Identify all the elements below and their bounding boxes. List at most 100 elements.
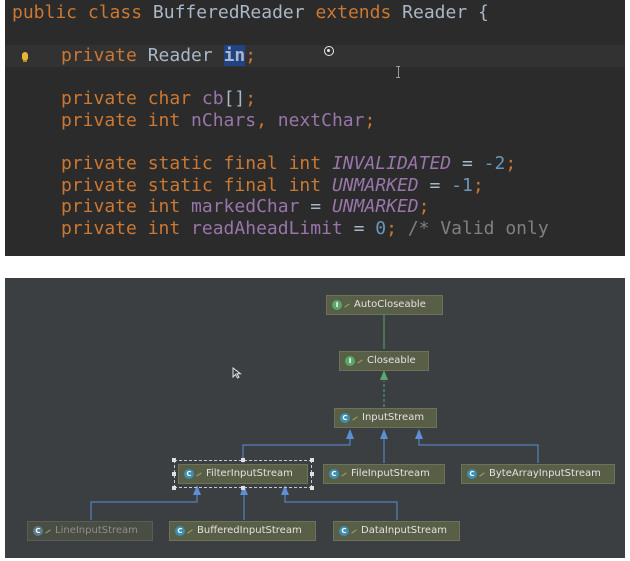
selection-handle[interactable] [310, 486, 314, 490]
code-line-field-nchars[interactable]: private int nChars, nextChar; [5, 110, 625, 132]
node-label: LineInputStream [55, 525, 138, 536]
selection-handle[interactable] [172, 472, 176, 476]
deprecated-class-icon: C [33, 526, 43, 536]
class-icon: C [184, 469, 194, 479]
node-label: DataInputStream [361, 525, 447, 536]
code-token: , [256, 110, 278, 131]
code-token: private int [61, 196, 192, 217]
code-line-marked-char[interactable]: private int markedChar = UNMARKED; [5, 196, 625, 218]
arrowhead-filterinputstream-3 [281, 485, 289, 495]
code-token: ; [386, 218, 408, 239]
code-line-invalidated[interactable]: private static final int INVALIDATED = -… [5, 153, 625, 175]
selection-handle[interactable] [172, 486, 176, 490]
code-token: ; [472, 175, 484, 196]
code-token: private static final int [61, 175, 332, 196]
code-token: nChars [191, 110, 257, 131]
interface-icon: I [332, 300, 342, 310]
class-icon: C [175, 526, 185, 536]
selection-handle[interactable] [241, 486, 245, 490]
code-token: -2 [483, 153, 506, 174]
code-token: nextChar [277, 110, 365, 131]
code-token: private static final int [61, 153, 332, 174]
selection-handle[interactable] [310, 472, 314, 476]
lightbulb-icon[interactable] [22, 52, 28, 62]
arrowhead-filterinputstream-1 [193, 485, 201, 495]
code-line-field-in[interactable]: private Reader in; [5, 45, 625, 67]
node-inputstream[interactable]: C InputStream [334, 408, 437, 428]
selected-identifier: in [223, 45, 246, 66]
node-label: InputStream [362, 412, 425, 423]
code-token: 0 [375, 218, 387, 239]
node-label: FileInputStream [351, 468, 430, 479]
node-label: Closeable [367, 355, 416, 366]
node-label: BufferedInputStream [197, 525, 302, 536]
visibility-icon [479, 471, 485, 477]
node-label: FilterInputStream [206, 468, 293, 479]
class-icon: C [340, 413, 350, 423]
arrowhead-inputstream-3 [415, 429, 423, 439]
code-token: private [61, 45, 148, 66]
edge-filterinputstream-inputstream [242, 438, 351, 463]
code-token: cb [201, 88, 224, 109]
code-token: private char [61, 88, 202, 109]
selection-handle[interactable] [172, 458, 176, 462]
visibility-icon [344, 302, 350, 308]
selection-handle[interactable] [241, 458, 245, 462]
code-editor[interactable]: public class BufferedReader extends Read… [5, 0, 625, 256]
node-fileinputstream[interactable]: C FileInputStream [323, 464, 445, 484]
code-token: ; [364, 110, 376, 131]
code-token: private int [61, 110, 192, 131]
node-datainputstream[interactable]: C DataInputStream [333, 521, 460, 541]
arrowhead-inputstream-1 [346, 429, 354, 439]
code-token: UNMARKED [331, 175, 419, 196]
code-token: BufferedReader [152, 2, 316, 23]
visibility-icon [352, 415, 358, 421]
edge-datainputstream-filterinputstream [284, 494, 398, 520]
code-token: extends [315, 2, 403, 23]
code-line-read-ahead-limit[interactable]: private int readAheadLimit = 0; /* Valid… [5, 218, 625, 240]
visibility-icon [45, 528, 51, 534]
code-token: = [342, 218, 376, 239]
code-token: ; [245, 88, 257, 109]
text-cursor-icon [396, 66, 400, 78]
visibility-icon [187, 528, 193, 534]
node-closeable[interactable]: I Closeable [339, 351, 429, 371]
node-autocloseable[interactable]: I AutoCloseable [326, 295, 443, 315]
code-token: Reader [147, 45, 224, 66]
class-icon: C [339, 526, 349, 536]
cursor-target-icon [324, 46, 334, 56]
inheritance-edges [90, 304, 539, 520]
node-label: AutoCloseable [354, 299, 426, 310]
class-hierarchy-diagram[interactable]: I AutoCloseable I Closeable C InputStream C… [5, 278, 625, 558]
code-token: [] [223, 88, 246, 109]
node-lineinputstream[interactable]: C LineInputStream [27, 521, 153, 541]
code-token: -1 [451, 175, 473, 196]
code-line-class-declaration[interactable]: public class BufferedReader extends Read… [5, 2, 625, 24]
code-token: /* Valid only [407, 218, 549, 239]
selection-handle[interactable] [310, 458, 314, 462]
code-token: INVALIDATED [331, 153, 452, 174]
code-line-unmarked[interactable]: private static final int UNMARKED = -1; [5, 175, 625, 197]
code-token: ; [245, 45, 257, 66]
current-line-highlight [5, 45, 625, 67]
arrowhead-filterinputstream-2 [240, 485, 248, 495]
visibility-icon [196, 471, 202, 477]
code-line-field-cb[interactable]: private char cb[]; [5, 88, 625, 110]
node-filterinputstream[interactable]: C FilterInputStream [174, 460, 312, 488]
node-label: ByteArrayInputStream [489, 468, 601, 479]
code-token: = [451, 153, 484, 174]
code-token: = [418, 175, 452, 196]
interface-icon: I [345, 356, 355, 366]
code-token: UNMARKED [331, 196, 419, 217]
class-icon: C [329, 469, 339, 479]
mouse-pointer-icon [232, 367, 242, 379]
code-token: ; [505, 153, 517, 174]
code-token: private int [61, 218, 192, 239]
node-bufferedinputstream[interactable]: C BufferedInputStream [169, 521, 316, 541]
visibility-icon [341, 471, 347, 477]
code-token: public class [12, 2, 153, 23]
code-token: readAheadLimit [191, 218, 343, 239]
edge-bytearrayinputstream-inputstream [418, 438, 539, 463]
code-token: ; [418, 196, 430, 217]
